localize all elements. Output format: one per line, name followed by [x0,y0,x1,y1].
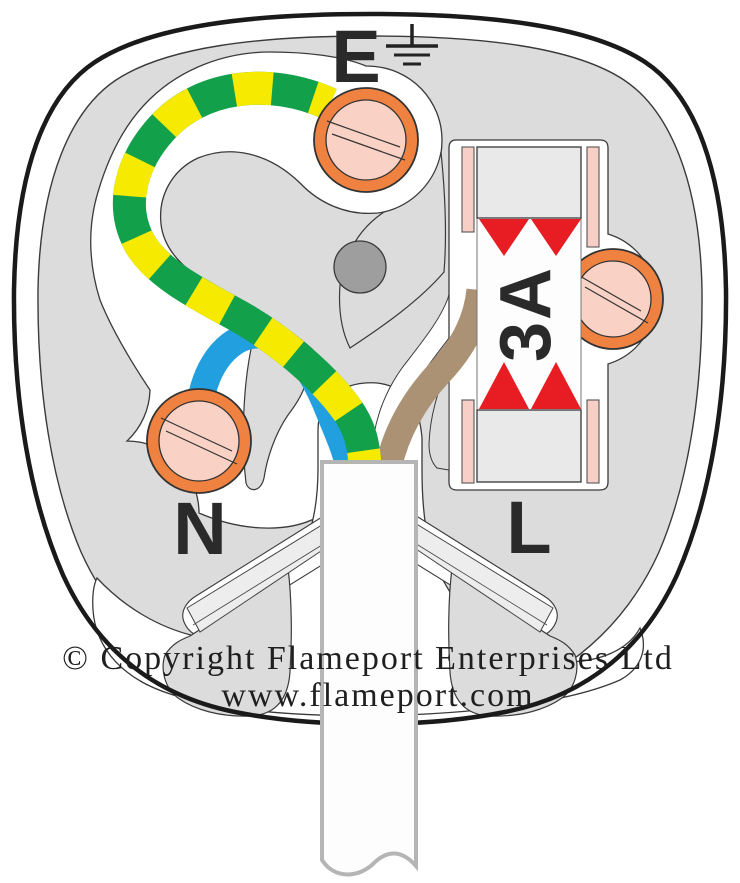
fuse-triangle [531,362,581,409]
fuse-clip [461,146,475,233]
neutral-label: N [173,487,226,570]
copyright-text: © Copyright Flameport Enterprises Ltd [62,640,674,677]
neutral-screw-slot [160,417,238,465]
fuse-rating-label: 3A [486,266,566,362]
center-screw-boss [333,240,387,294]
fuse-triangle [479,219,529,256]
live-screw-slot [577,274,649,324]
fuse-clip [461,399,475,484]
website-text: www.flameport.com [221,677,534,714]
fuse-cap-bottom [476,409,582,483]
live-wire [374,288,494,472]
earth-label: E [331,15,380,98]
fuse-triangle [479,362,529,409]
live-label: L [506,486,551,569]
neutral-terminal [146,388,252,494]
fuse-triangle [531,219,581,256]
fuse: 3A [461,146,600,484]
earth-symbol-icon [386,24,438,66]
fuse-clip [586,399,600,484]
cable-sheath [320,460,418,877]
earth-terminal [313,87,419,193]
fuse-clip [586,146,600,248]
earth-screw-slot [326,120,406,161]
earth-wire [112,71,382,469]
fuse-cap-top [476,146,582,219]
live-terminal [562,248,664,350]
central-island [338,151,447,349]
